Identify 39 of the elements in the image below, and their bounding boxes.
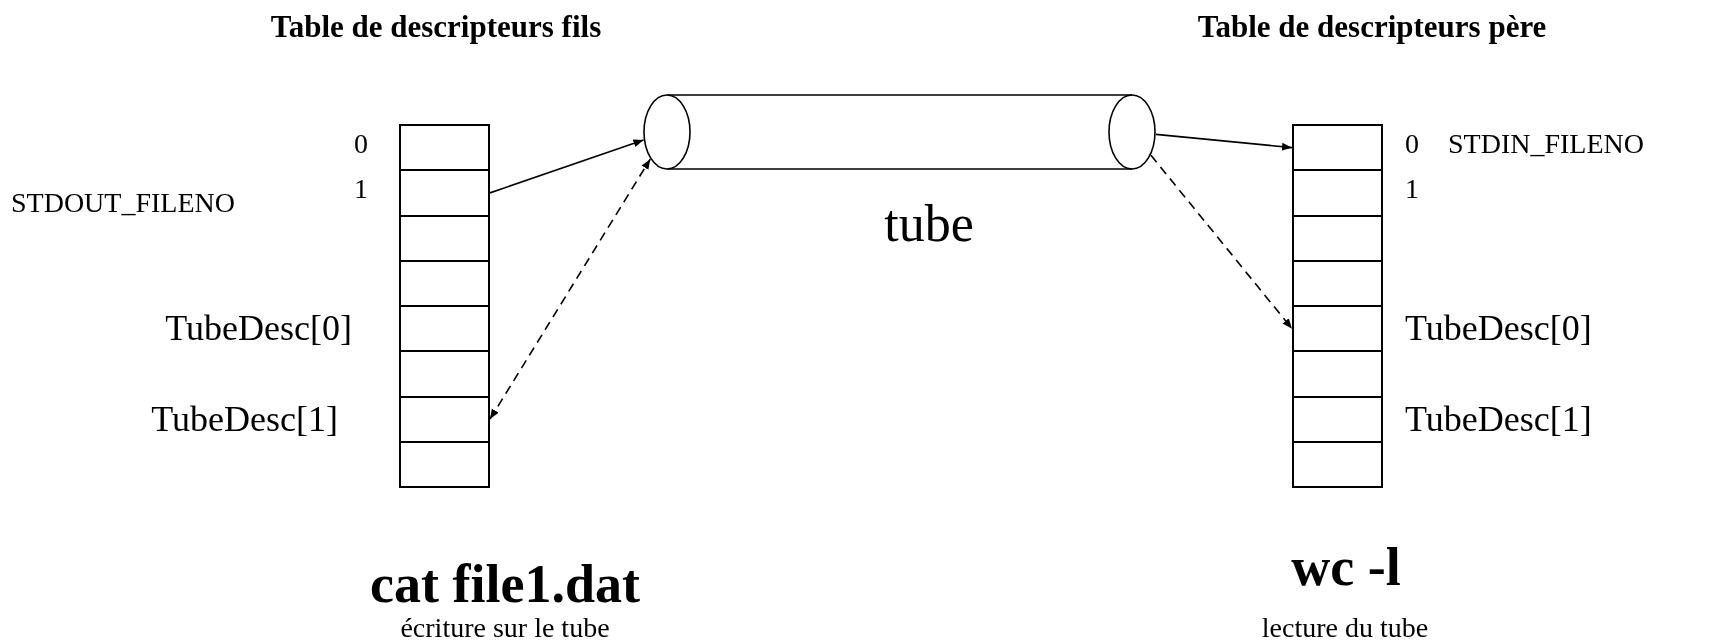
row-label: 1 (354, 175, 368, 204)
row-label: 0 (354, 130, 368, 158)
table-cell (1292, 350, 1383, 398)
row-label: 1 (1405, 175, 1419, 204)
tube-end (643, 94, 691, 170)
table-cell (399, 214, 490, 262)
caption-text: écriture sur le tube (400, 614, 610, 642)
arrow (489, 139, 645, 194)
table-cell (399, 169, 490, 217)
table-heading: Table de descripteurs père (1197, 10, 1547, 42)
table-cell (1292, 440, 1383, 488)
row-label: STDIN_FILENO (1448, 130, 1644, 158)
table-cell (399, 440, 490, 488)
tube-end (1108, 94, 1156, 170)
table-cell (1292, 169, 1383, 217)
table-cell (1292, 259, 1383, 307)
table-cell (399, 350, 490, 398)
row-label: TubeDesc[0] (1405, 310, 1592, 346)
arrow (1155, 133, 1293, 151)
arrow (489, 158, 652, 420)
table-cell (399, 259, 490, 307)
tube-label: tube (884, 198, 974, 250)
table-cell (399, 124, 490, 172)
command-label: wc -l (1291, 540, 1401, 594)
row-label: 0 (1405, 130, 1419, 158)
table-cell (399, 395, 490, 443)
row-label: TubeDesc[0] (165, 310, 352, 346)
table-heading: Table de descripteurs fils (270, 10, 602, 42)
table-cell (1292, 214, 1383, 262)
command-label: cat file1.dat (370, 557, 640, 611)
row-label: STDOUT_FILENO (11, 189, 235, 217)
row-label: TubeDesc[1] (1405, 400, 1592, 437)
caption-text: lecture du tube (1261, 614, 1429, 642)
table-cell (1292, 305, 1383, 353)
table-cell (1292, 124, 1383, 172)
arrow (1150, 154, 1293, 330)
row-label: TubeDesc[1] (151, 400, 338, 437)
table-cell (399, 305, 490, 353)
table-cell (1292, 395, 1383, 443)
